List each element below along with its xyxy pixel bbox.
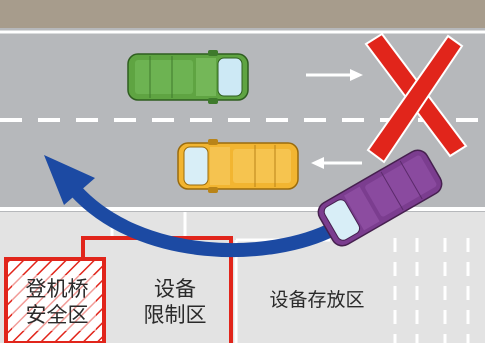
top-strip xyxy=(0,0,485,30)
yellow-van xyxy=(177,139,299,193)
right-arrow-icon xyxy=(306,69,363,81)
bridge-label-backing xyxy=(12,275,96,331)
bridge-safety-line2: 安全区 xyxy=(25,303,89,328)
equipment-restricted-line1: 设备 xyxy=(154,277,196,301)
equipment-storage-zone-label: 设备存放区 xyxy=(269,289,365,311)
bridge-safety-zone-label: 登机桥 安全区 xyxy=(12,276,102,329)
bridge-safety-line1: 登机桥 xyxy=(25,277,89,301)
curved-blue-arrow xyxy=(44,155,342,258)
equipment-restricted-zone-label: 设备 限制区 xyxy=(120,276,230,329)
equipment-restricted-line2: 限制区 xyxy=(143,303,207,328)
storage-dashed-lines xyxy=(393,238,470,343)
left-arrow-icon xyxy=(311,157,362,169)
green-van xyxy=(127,50,249,104)
red-x-icon xyxy=(364,32,468,164)
purple-van xyxy=(317,149,443,247)
